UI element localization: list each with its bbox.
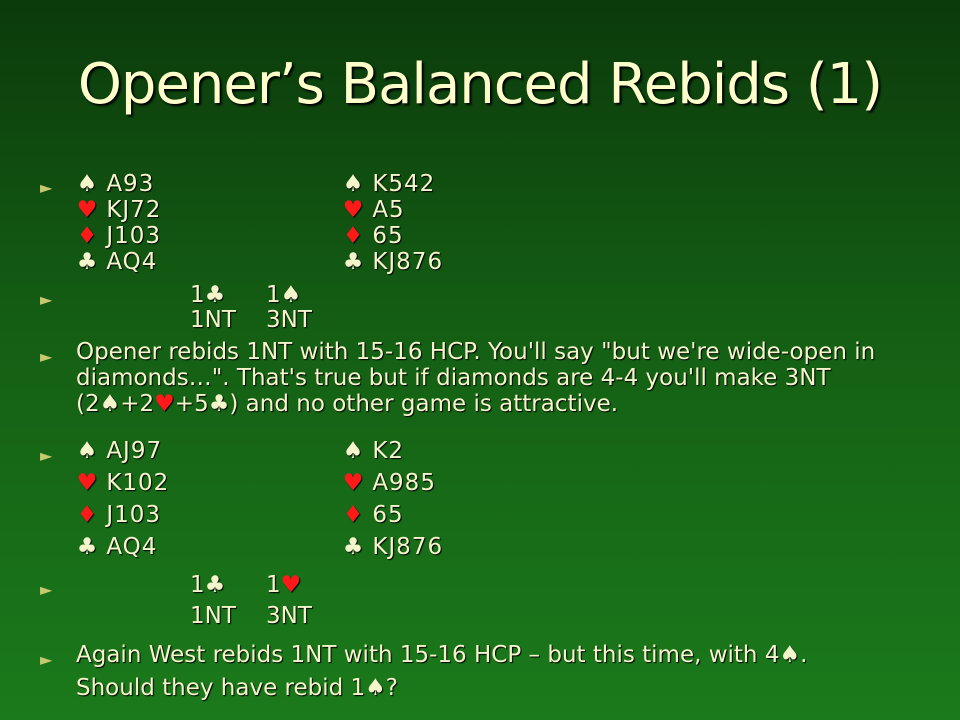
hand2-east-clubs: ♣ KJ876 bbox=[342, 534, 443, 560]
auction2-east-bid: 1♥ bbox=[266, 572, 301, 598]
bullet-icon: ► bbox=[40, 347, 53, 366]
bid: 1NT bbox=[190, 603, 236, 629]
spade-icon: ♠ bbox=[342, 438, 364, 464]
bid: 1♣ bbox=[190, 572, 226, 598]
card-holding: K542 bbox=[372, 171, 436, 197]
hand1-east-clubs: ♣ KJ876 bbox=[342, 249, 443, 275]
bid: 1♥ bbox=[266, 572, 302, 598]
bullet-icon: ► bbox=[40, 178, 53, 197]
hand1-east-diamonds: ♦ 65 bbox=[342, 223, 404, 249]
card-holding: AQ4 bbox=[106, 534, 158, 560]
diamond-icon: ♦ bbox=[76, 223, 98, 249]
comment1-line1: Opener rebids 1NT with 15-16 HCP. You'll… bbox=[76, 339, 876, 365]
slide-title: Opener’s Balanced Rebids (1) bbox=[77, 52, 883, 117]
hand1-west-clubs: ♣ AQ4 bbox=[76, 249, 157, 275]
card-holding: J103 bbox=[106, 223, 161, 249]
auction2-east-rebid: 3NT bbox=[266, 603, 312, 629]
card-holding: KJ876 bbox=[372, 534, 444, 560]
bullet-icon: ► bbox=[40, 580, 53, 599]
heart-icon: ♥ bbox=[342, 197, 364, 223]
card-holding: KJ72 bbox=[106, 197, 162, 223]
bid: 3NT bbox=[266, 603, 312, 629]
hand1-east-spades: ♠ K542 bbox=[342, 171, 435, 197]
heart-icon: ♥ bbox=[76, 470, 98, 496]
card-holding: AJ97 bbox=[106, 438, 163, 464]
club-icon: ♣ bbox=[76, 249, 98, 275]
hand1-east-hearts: ♥ A5 bbox=[342, 197, 405, 223]
heart-icon: ♥ bbox=[280, 572, 302, 598]
hand2-west-diamonds: ♦ J103 bbox=[76, 502, 161, 528]
spade-icon: ♠ bbox=[76, 438, 98, 464]
card-holding: AQ4 bbox=[106, 249, 158, 275]
bullet-icon: ► bbox=[40, 290, 53, 309]
spade-icon: ♠ bbox=[342, 171, 364, 197]
card-holding: K2 bbox=[372, 438, 405, 464]
hand1-west-hearts: ♥ KJ72 bbox=[76, 197, 161, 223]
auction1-east-bid: 1♠ bbox=[266, 282, 301, 308]
spade-icon: ♠ bbox=[76, 171, 98, 197]
club-icon: ♣ bbox=[76, 534, 98, 560]
auction2-west-bid: 1♣ bbox=[190, 572, 225, 598]
auction2-west-rebid: 1NT bbox=[190, 603, 236, 629]
card-holding: A985 bbox=[372, 470, 436, 496]
diamond-icon: ♦ bbox=[342, 502, 364, 528]
heart-icon: ♥ bbox=[154, 391, 175, 417]
bid: 3NT bbox=[266, 307, 312, 333]
comment2-line2: Should they have rebid 1♠? bbox=[76, 675, 398, 701]
comment2-line1: Again West rebids 1NT with 15-16 HCP – b… bbox=[76, 642, 808, 668]
auction1-east-rebid: 3NT bbox=[266, 307, 312, 333]
hand2-west-hearts: ♥ K102 bbox=[76, 470, 169, 496]
auction1-west-bid: 1♣ bbox=[190, 282, 225, 308]
comment1-line2: diamonds…". That's true but if diamonds … bbox=[76, 365, 831, 391]
hand2-east-hearts: ♥ A985 bbox=[342, 470, 436, 496]
club-icon: ♣ bbox=[342, 249, 364, 275]
comment1-line3: (2♠+2♥+5♣) and no other game is attracti… bbox=[76, 391, 619, 417]
bullet-icon: ► bbox=[40, 650, 53, 669]
club-icon: ♣ bbox=[342, 534, 364, 560]
card-holding: 65 bbox=[372, 502, 404, 528]
heart-icon: ♥ bbox=[76, 197, 98, 223]
bullet-icon: ► bbox=[40, 446, 53, 465]
heart-icon: ♥ bbox=[342, 470, 364, 496]
bid: 1♣ bbox=[190, 282, 226, 308]
hand2-east-diamonds: ♦ 65 bbox=[342, 502, 404, 528]
card-holding: A93 bbox=[106, 171, 155, 197]
hand1-west-diamonds: ♦ J103 bbox=[76, 223, 161, 249]
bid: 1NT bbox=[190, 307, 236, 333]
hand2-east-spades: ♠ K2 bbox=[342, 438, 404, 464]
card-holding: A5 bbox=[372, 197, 405, 223]
auction1-west-rebid: 1NT bbox=[190, 307, 236, 333]
card-holding: 65 bbox=[372, 223, 404, 249]
card-holding: J103 bbox=[106, 502, 161, 528]
diamond-icon: ♦ bbox=[76, 502, 98, 528]
card-holding: K102 bbox=[106, 470, 170, 496]
card-holding: KJ876 bbox=[372, 249, 444, 275]
bid: 1♠ bbox=[266, 282, 302, 308]
hand1-west-spades: ♠ A93 bbox=[76, 171, 154, 197]
hand2-west-clubs: ♣ AQ4 bbox=[76, 534, 157, 560]
hand2-west-spades: ♠ AJ97 bbox=[76, 438, 162, 464]
diamond-icon: ♦ bbox=[342, 223, 364, 249]
